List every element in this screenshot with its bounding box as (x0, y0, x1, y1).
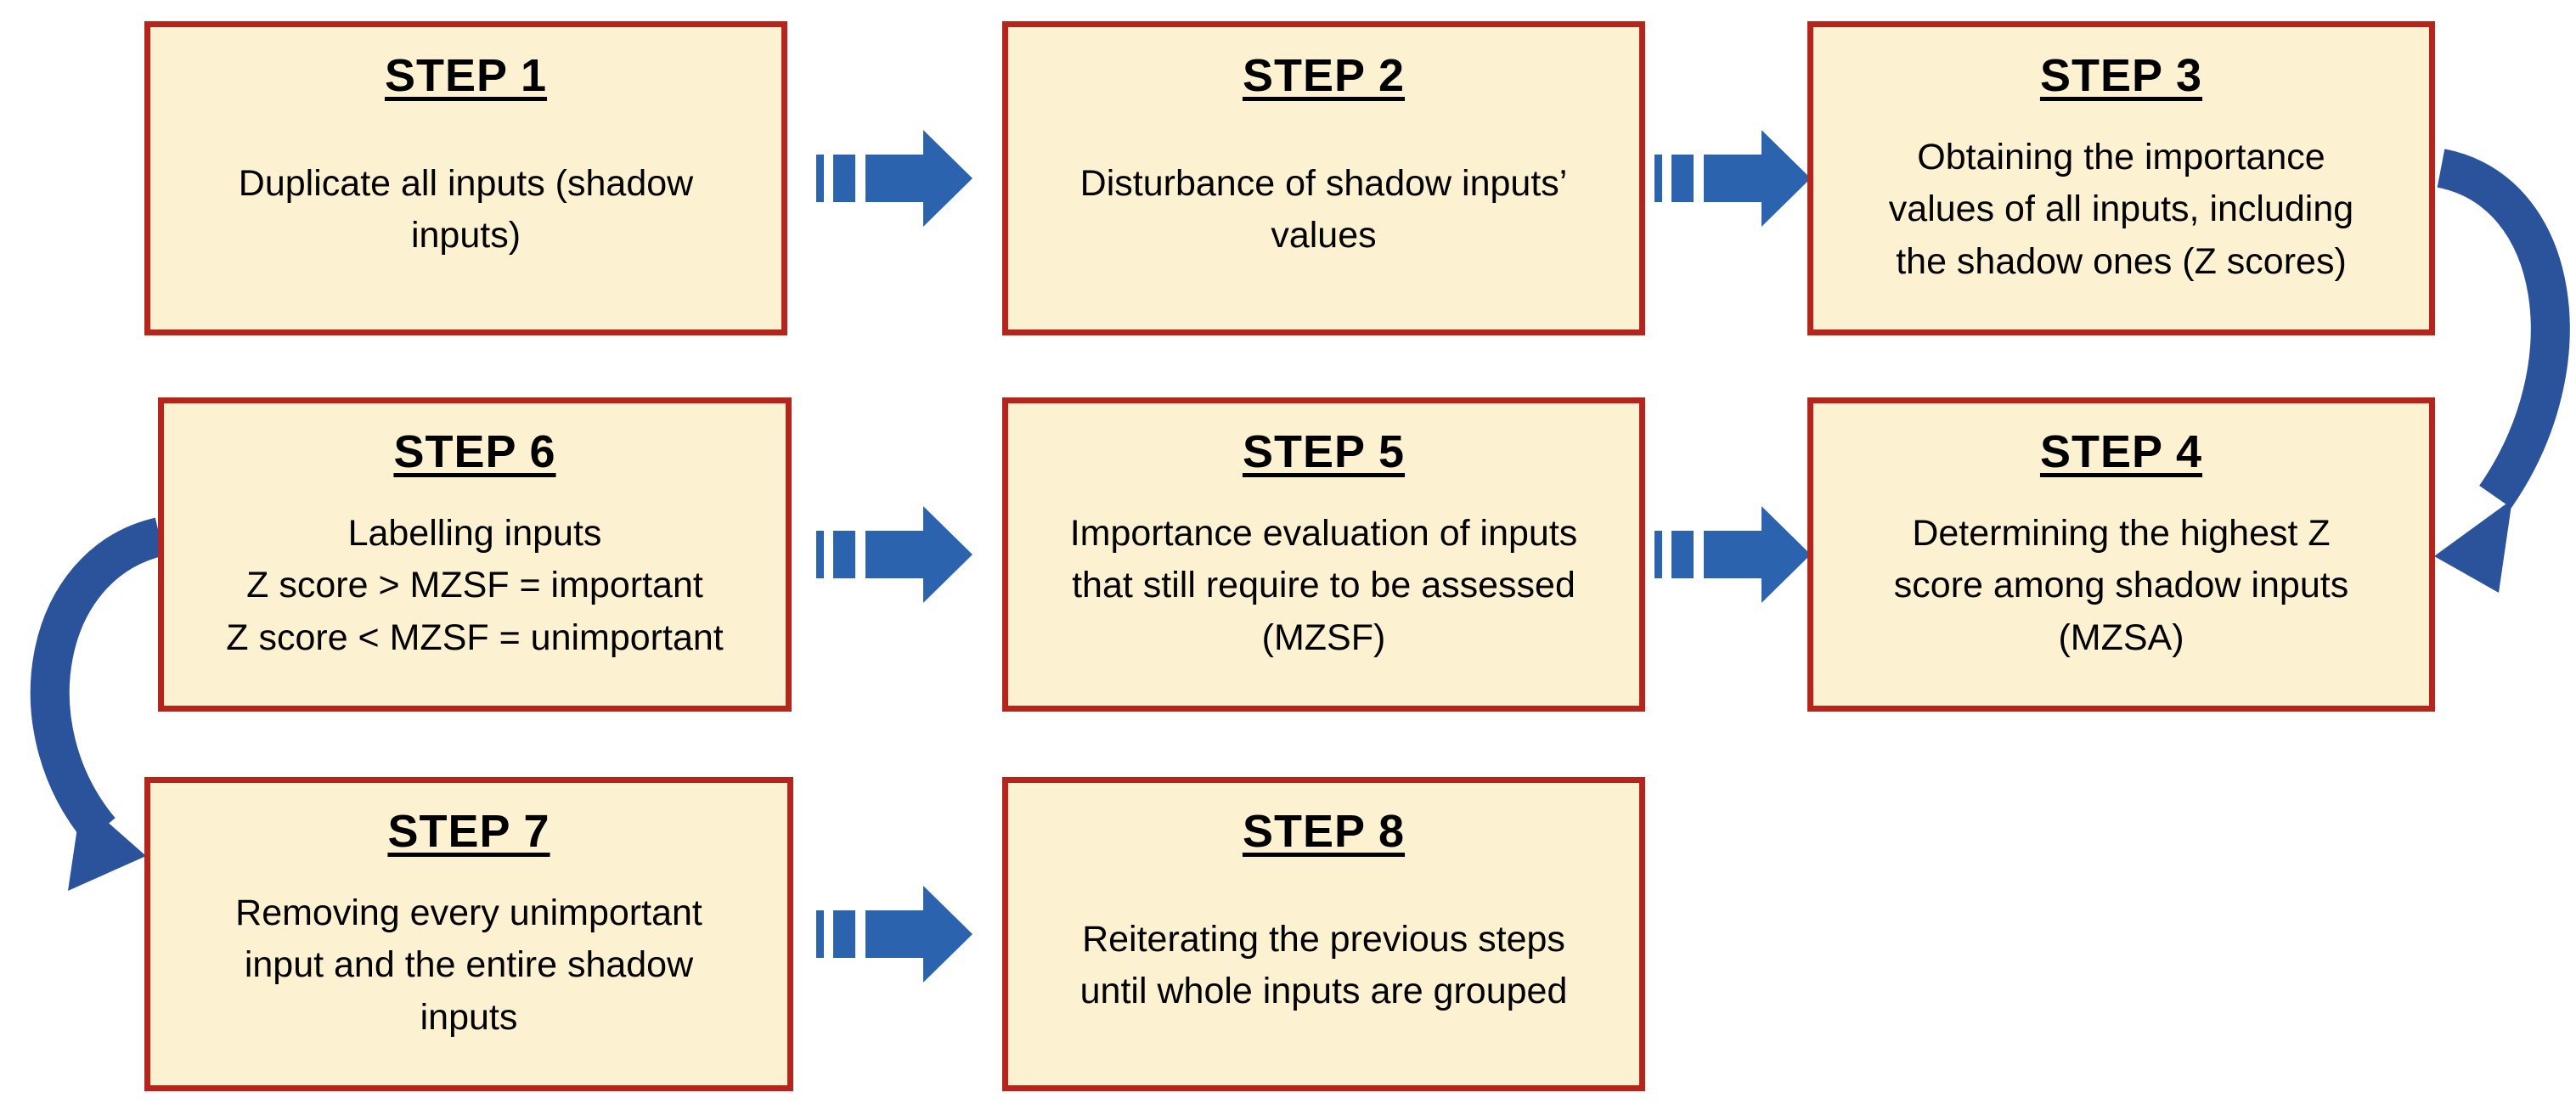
curved-arrow-step6-step7-icon (30, 517, 166, 891)
step-title-1: STEP 1 (384, 50, 548, 101)
step-box-7: STEP 7 Removing every unimportant input … (144, 777, 793, 1091)
step-title-3: STEP 3 (2039, 50, 2203, 101)
arrow-step6-step5-icon (816, 506, 972, 603)
step-box-8: STEP 8 Reiterating the previous steps un… (1002, 777, 1645, 1091)
step-body-3: Obtaining the importance values of all i… (1888, 137, 2354, 282)
step-title-6: STEP 6 (393, 426, 556, 477)
step-body-8: Reiterating the previous steps until who… (1079, 918, 1568, 1011)
step-body-2: Disturbance of shadow inputs’ values (1079, 162, 1568, 256)
step-title-5: STEP 5 (1242, 426, 1406, 477)
step-title-2: STEP 2 (1242, 50, 1406, 101)
step-body-7: Removing every unimportant input and the… (235, 893, 702, 1038)
curved-arrow-step3-step4-icon (2434, 149, 2570, 593)
step-box-4: STEP 4 Determining the highest Z score a… (1807, 397, 2435, 712)
arrow-step1-step2-icon (816, 130, 972, 227)
arrow-step7-step8-icon (816, 886, 972, 983)
arrow-step2-step3-icon (1654, 130, 1811, 227)
step-box-5: STEP 5 Importance evaluation of inputs t… (1002, 397, 1645, 712)
step-body-1: Duplicate all inputs (shadow inputs) (238, 162, 694, 256)
step-box-2: STEP 2 Disturbance of shadow inputs’ val… (1002, 21, 1645, 335)
step-title-8: STEP 8 (1242, 806, 1406, 857)
step-body-5: Importance evaluation of inputs that sti… (1069, 513, 1578, 658)
arrow-step5-step4-icon (1654, 506, 1811, 603)
step-body-4: Determining the highest Z score among sh… (1893, 513, 2349, 658)
step-box-6: STEP 6 Labelling inputs Z score > MZSF =… (158, 397, 792, 712)
step-box-3: STEP 3 Obtaining the importance values o… (1807, 21, 2435, 335)
step-title-4: STEP 4 (2039, 426, 2203, 477)
step-body-6: Labelling inputs Z score > MZSF = import… (226, 513, 724, 658)
step-title-7: STEP 7 (387, 806, 550, 857)
step-box-1: STEP 1 Duplicate all inputs (shadow inpu… (144, 21, 787, 335)
